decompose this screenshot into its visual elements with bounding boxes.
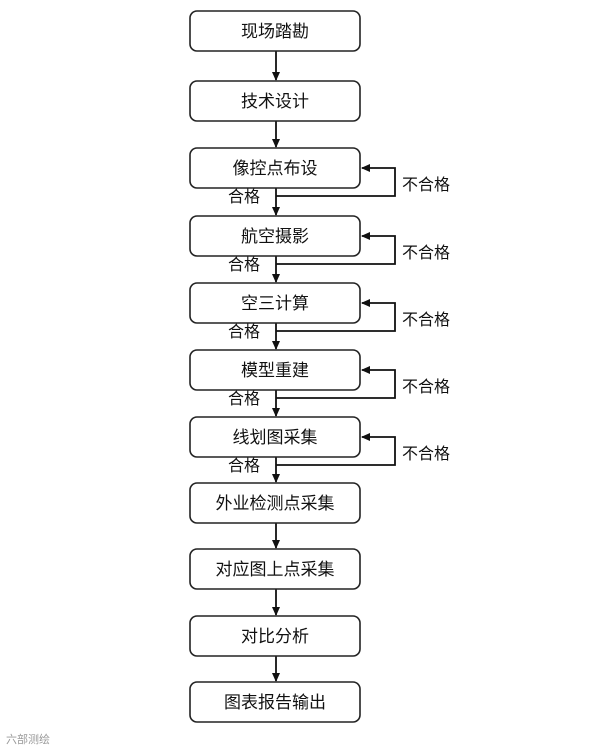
step-label: 模型重建: [241, 361, 309, 381]
step-node: 空三计算: [189, 282, 361, 324]
fail-loop-arrow: [276, 366, 396, 399]
step-node: 对应图上点采集: [189, 548, 361, 590]
step-box: [189, 349, 361, 391]
fail-label: 不合格: [402, 310, 450, 329]
step-box: [189, 10, 361, 52]
pass-label: 合格: [228, 322, 260, 341]
step-label: 现场踏勘: [241, 22, 309, 42]
step-box: [189, 282, 361, 324]
pass-label: 合格: [228, 187, 260, 206]
step-box: [189, 482, 361, 524]
step-box: [189, 615, 361, 657]
step-label: 空三计算: [241, 294, 309, 314]
step-node: 技术设计: [189, 80, 361, 122]
step-node: 模型重建: [189, 349, 361, 391]
pass-label: 合格: [228, 255, 260, 274]
step-box: [189, 80, 361, 122]
flow-nodes: 现场踏勘技术设计像控点布设航空摄影空三计算模型重建线划图采集外业检测点采集对应图…: [189, 10, 361, 723]
step-node: 线划图采集: [189, 416, 361, 458]
step-label: 线划图采集: [233, 428, 318, 448]
pass-label: 合格: [228, 389, 260, 408]
fail-loop-arrow: [276, 232, 396, 265]
fail-label: 不合格: [402, 175, 450, 194]
step-box: [189, 548, 361, 590]
step-label: 外业检测点采集: [216, 494, 335, 514]
step-label: 航空摄影: [241, 227, 309, 247]
step-node: 航空摄影: [189, 215, 361, 257]
step-box: [189, 147, 361, 189]
step-label: 对比分析: [241, 627, 309, 647]
fail-label: 不合格: [402, 444, 450, 463]
step-label: 像控点布设: [233, 159, 318, 179]
step-node: 对比分析: [189, 615, 361, 657]
step-box: [189, 416, 361, 458]
step-label: 图表报告输出: [224, 693, 326, 713]
step-label: 对应图上点采集: [216, 560, 335, 580]
watermark-text: 六部测绘: [6, 733, 50, 746]
step-node: 现场踏勘: [189, 10, 361, 52]
fail-label: 不合格: [402, 243, 450, 262]
step-label: 技术设计: [241, 92, 309, 112]
step-node: 像控点布设: [189, 147, 361, 189]
step-box: [189, 681, 361, 723]
pass-label: 合格: [228, 456, 260, 475]
fail-loop-arrow: [276, 433, 396, 466]
fail-loop-arrow: [276, 164, 396, 197]
fail-loop-arrow: [276, 299, 396, 332]
step-node: 外业检测点采集: [189, 482, 361, 524]
step-node: 图表报告输出: [189, 681, 361, 723]
fail-label: 不合格: [402, 377, 450, 396]
step-box: [189, 215, 361, 257]
